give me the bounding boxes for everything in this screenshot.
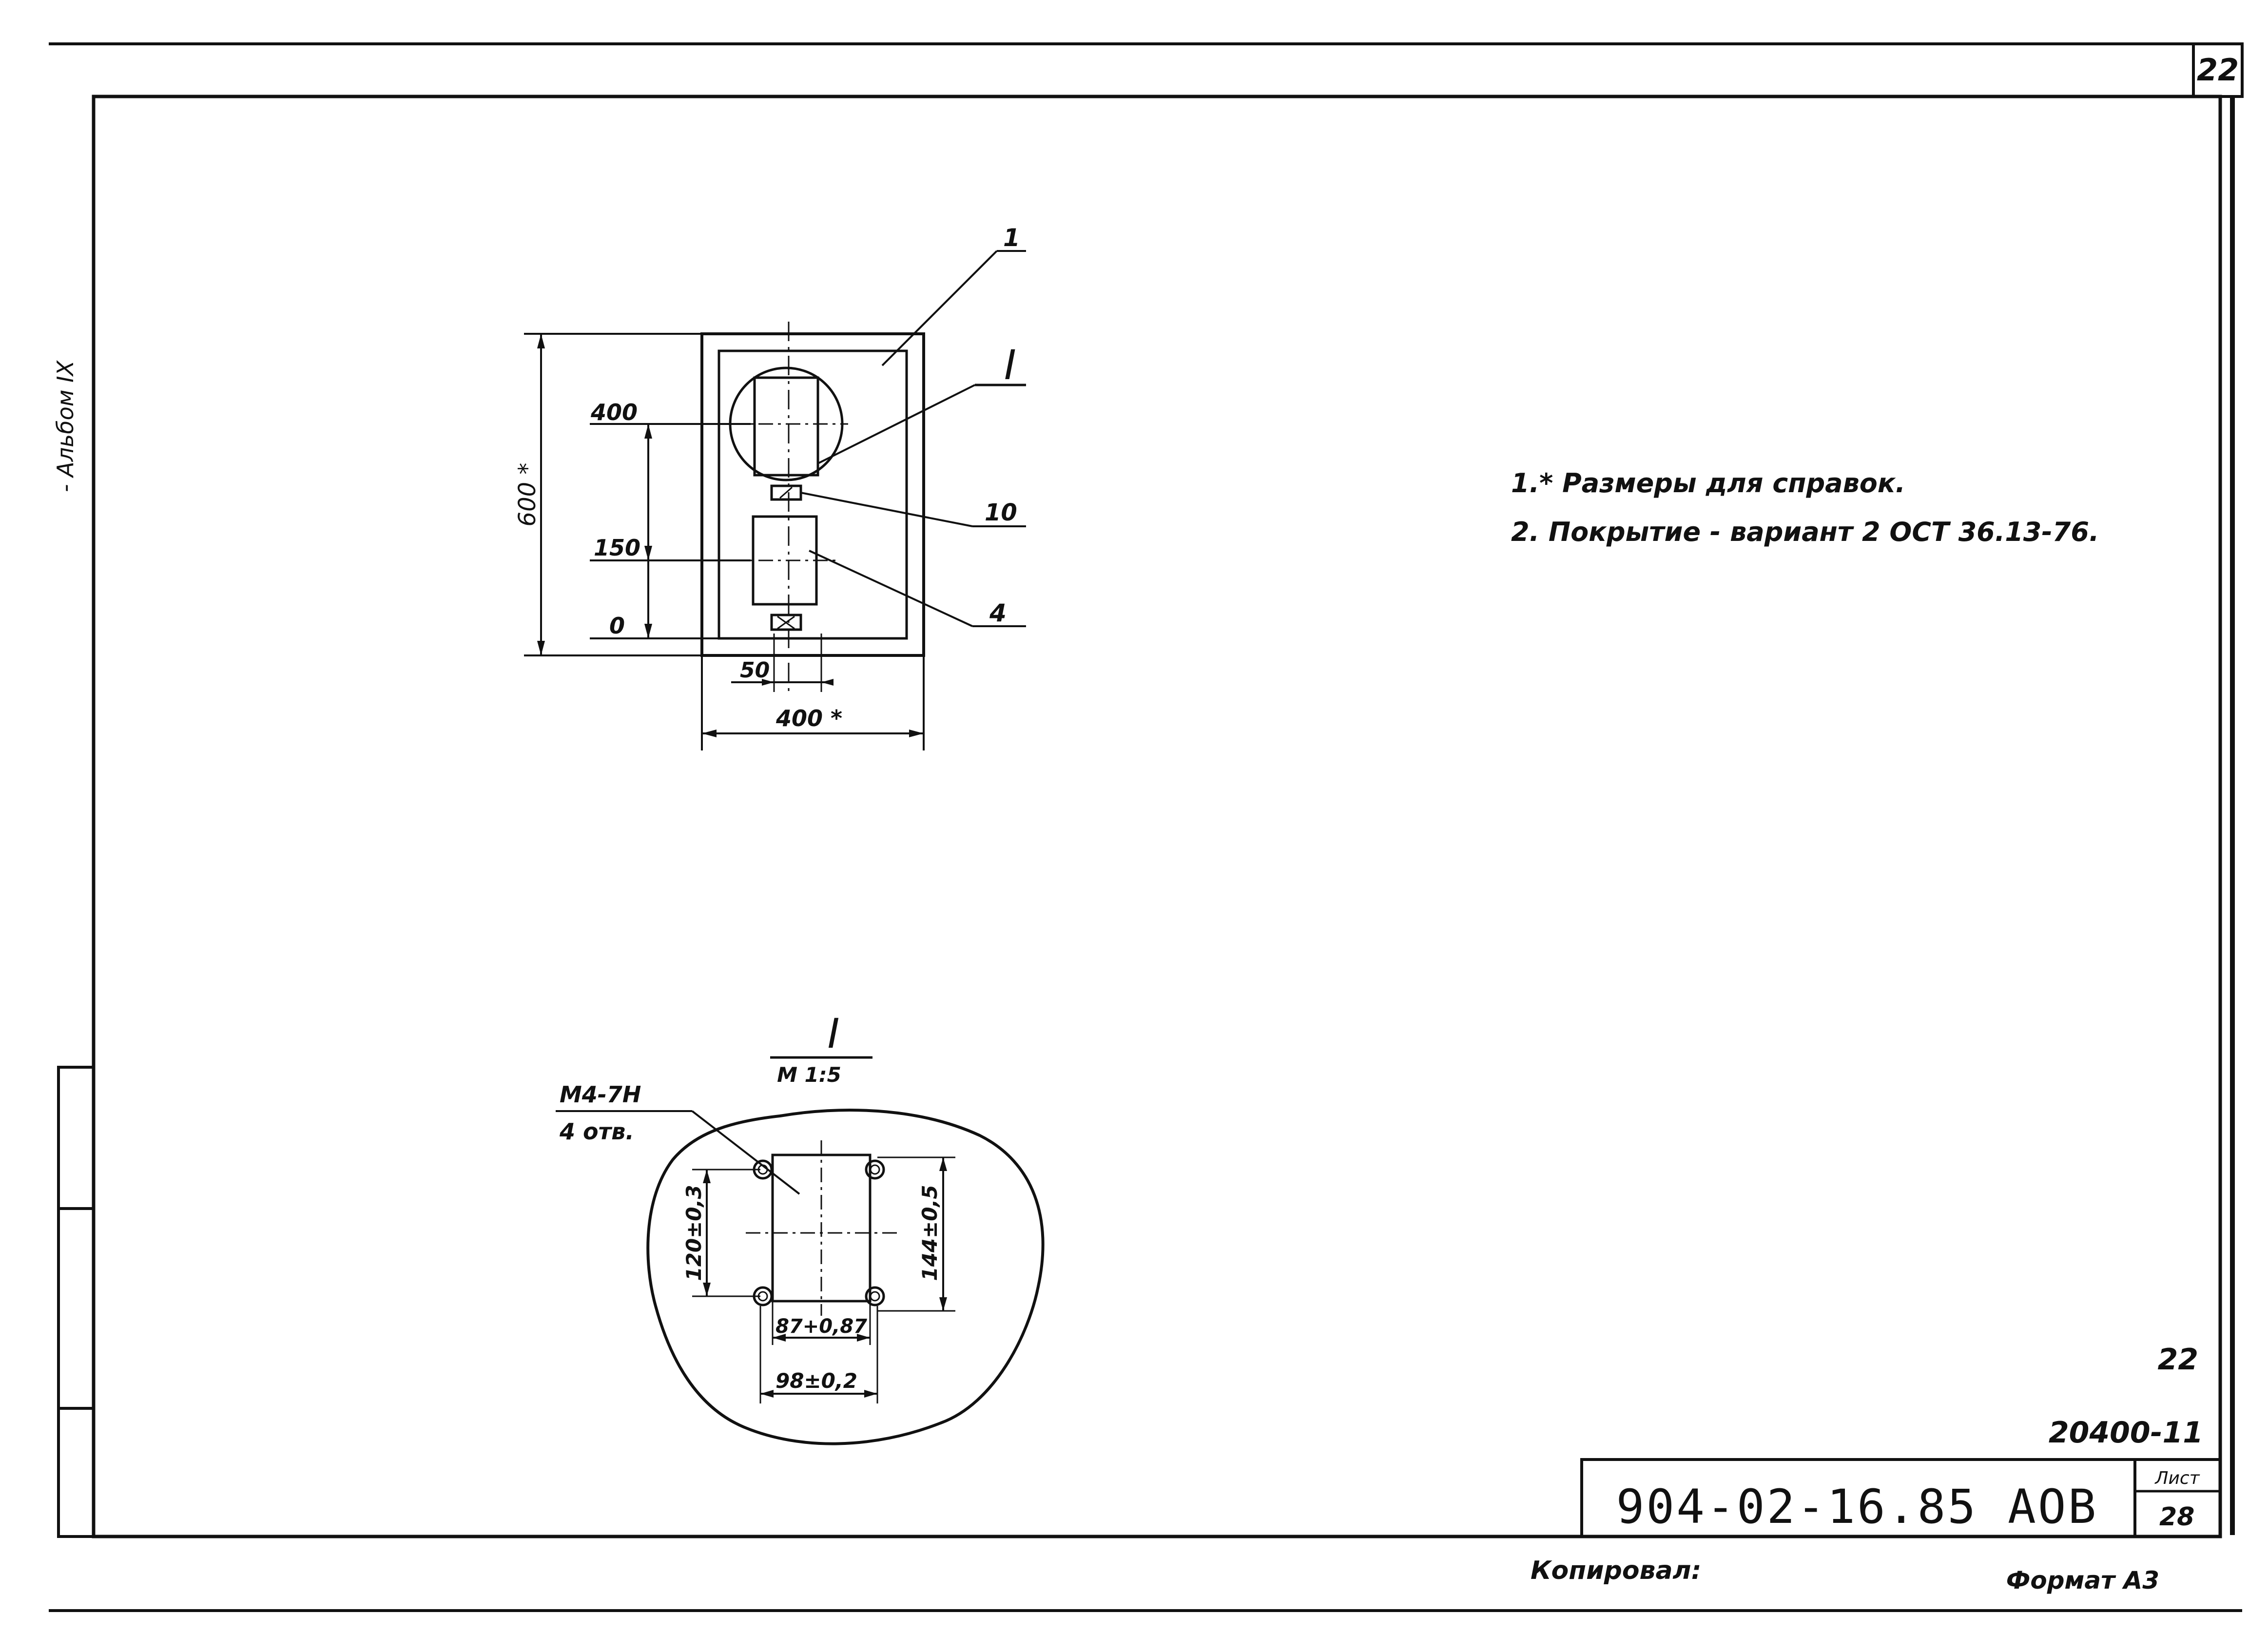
callout-10: 10	[985, 499, 1017, 526]
main-view: 600 * 400 150 0 50 400 * 1 I	[514, 224, 1026, 750]
element-bottom	[770, 614, 802, 631]
sheet-number: 28	[2159, 1502, 2194, 1532]
dim-outer: 98±0,2	[775, 1369, 857, 1393]
album-label: - Альбом IX	[52, 360, 78, 492]
inventory-number: 20400-11	[2049, 1416, 2203, 1450]
dim-left: 120±0,3	[682, 1185, 706, 1281]
small-mark: 22	[2158, 1343, 2199, 1377]
level-top: 400	[590, 399, 638, 425]
binding-strip	[57, 1066, 95, 1538]
upper-device	[753, 376, 819, 477]
title-block: 22 20400-11 904-02-16.85 АОВ Лист 28 Коп…	[1355, 1343, 2222, 1595]
sheet-frame	[49, 42, 2244, 1612]
dim-inner: 87+0,87	[775, 1315, 867, 1338]
note-1: 1.* Размеры для справок.	[1511, 468, 1905, 499]
detail-view: I М 1:5 М4-7Н 4 отв. 120±0,3	[556, 1010, 1045, 1445]
format-label: Формат А3	[2006, 1566, 2159, 1595]
mounting-panel	[717, 349, 908, 640]
level-mid: 150	[594, 535, 640, 561]
dim-width: 400 *	[775, 705, 842, 731]
holes-label: 4 отв.	[559, 1118, 634, 1145]
callout-4: 4	[989, 599, 1007, 627]
notes: 1.* Размеры для справок. 2. Покрытие - в…	[1511, 468, 2099, 547]
thread-label: М4-7Н	[560, 1081, 641, 1108]
level-zero: 0	[609, 613, 625, 639]
document-code: 904-02-16.85 АОВ	[1616, 1479, 2098, 1534]
detail-scale: М 1:5	[777, 1063, 841, 1087]
callout-view-I: I	[1004, 341, 1016, 389]
detail-break-outline	[646, 1109, 1045, 1445]
note-2: 2. Покрытие - вариант 2 ОСТ 36.13-76.	[1511, 517, 2099, 547]
copied-by-label: Копировал:	[1531, 1556, 1701, 1585]
housing-outline	[700, 332, 925, 657]
callout-1: 1	[1003, 224, 1020, 252]
dim-right: 144±0,5	[918, 1185, 942, 1281]
dim-offset: 50	[740, 658, 770, 683]
dim-height: 600 *	[514, 463, 541, 527]
detail-title: I	[828, 1010, 840, 1057]
page-number: 22	[2197, 52, 2239, 88]
sheet-label: Лист	[2154, 1468, 2200, 1488]
